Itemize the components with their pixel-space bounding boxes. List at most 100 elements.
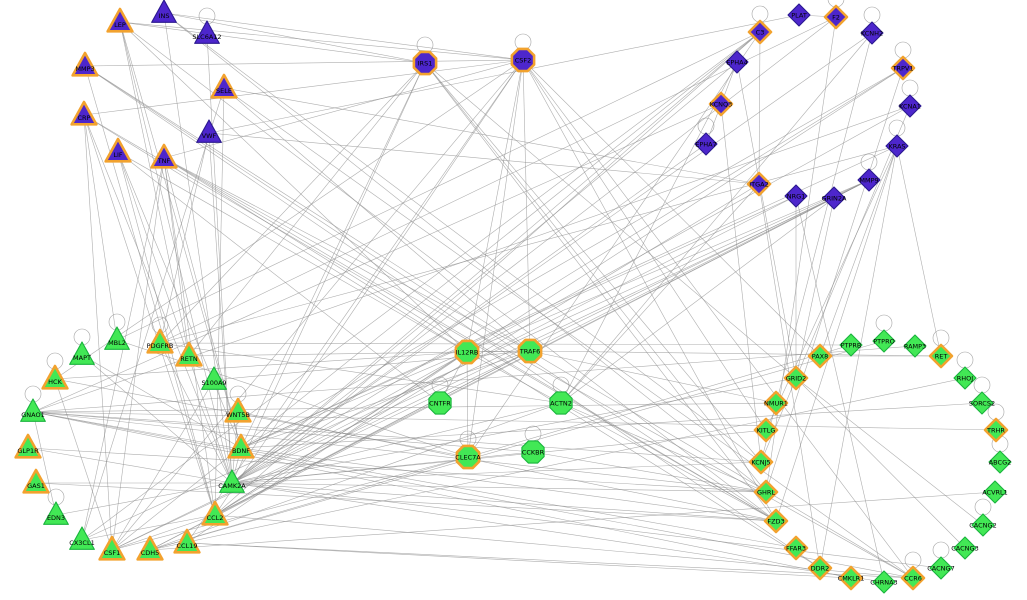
diamond-shape[interactable]: [971, 513, 995, 537]
node-MMP3[interactable]: MMP3: [71, 51, 99, 77]
diamond-shape[interactable]: [807, 555, 833, 581]
diamond-shape[interactable]: [885, 134, 909, 158]
diamond-shape[interactable]: [787, 3, 811, 27]
triangle-shape[interactable]: [201, 366, 227, 390]
diamond-shape[interactable]: [784, 184, 808, 208]
diamond-shape[interactable]: [783, 535, 809, 561]
octagon-shape[interactable]: [455, 444, 481, 470]
node-MAPT[interactable]: MAPT: [69, 341, 95, 365]
node-PLAT[interactable]: PLAT: [787, 3, 811, 27]
triangle-shape[interactable]: [98, 535, 126, 561]
triangle-shape[interactable]: [136, 535, 164, 561]
node-CSF1[interactable]: CSF1: [98, 535, 126, 561]
diamond-shape[interactable]: [983, 417, 1009, 443]
diamond-shape[interactable]: [988, 450, 1012, 474]
node-GAS1[interactable]: GAS1: [22, 468, 50, 494]
node-KRAS[interactable]: KRAS: [885, 134, 909, 158]
diamond-shape[interactable]: [747, 19, 773, 45]
triangle-shape[interactable]: [22, 468, 50, 494]
triangle-shape[interactable]: [151, 0, 177, 23]
node-INS[interactable]: INS: [151, 0, 177, 23]
triangle-shape[interactable]: [71, 51, 99, 77]
node-FFAR3[interactable]: FFAR3: [783, 535, 809, 561]
diamond-shape[interactable]: [708, 91, 734, 117]
triangle-shape[interactable]: [146, 328, 174, 354]
node-TNF[interactable]: TNF: [150, 143, 178, 169]
node-LEP[interactable]: LEP: [106, 7, 134, 33]
diamond-shape[interactable]: [872, 570, 896, 594]
node-TRAF6[interactable]: TRAF6: [517, 338, 543, 364]
diamond-shape[interactable]: [903, 334, 927, 358]
node-CNTFR[interactable]: CNTFR: [428, 391, 452, 415]
diamond-shape[interactable]: [860, 21, 884, 45]
node-BDNF[interactable]: BDNF: [227, 433, 255, 459]
node-S100A9[interactable]: S100A9: [201, 366, 227, 390]
triangle-shape[interactable]: [104, 137, 132, 163]
node-CMKLR1[interactable]: CMKLR1: [838, 565, 865, 591]
diamond-shape[interactable]: [872, 329, 896, 353]
diamond-shape[interactable]: [748, 449, 774, 475]
node-IRS1[interactable]: IRS1: [412, 50, 438, 76]
node-ABCG2[interactable]: ABCG2: [988, 450, 1012, 474]
node-GRIN2A[interactable]: GRIN2A: [822, 186, 847, 210]
diamond-shape[interactable]: [953, 366, 977, 390]
diamond-shape[interactable]: [763, 390, 789, 416]
node-CSF2[interactable]: CSF2: [510, 47, 536, 73]
diamond-shape[interactable]: [822, 186, 846, 210]
diamond-shape[interactable]: [807, 343, 833, 369]
node-RET[interactable]: RET: [928, 343, 954, 369]
node-NMUR1[interactable]: NMUR1: [763, 390, 789, 416]
diamond-shape[interactable]: [753, 417, 779, 443]
diamond-shape[interactable]: [983, 480, 1007, 504]
node-SELE[interactable]: SELE: [210, 73, 238, 99]
node-EPHA7[interactable]: EPHA7: [694, 132, 718, 156]
node-CACNG7[interactable]: CACNG7: [927, 556, 955, 580]
node-CCL19[interactable]: CCL19: [173, 528, 201, 554]
diamond-shape[interactable]: [838, 565, 864, 591]
octagon-shape[interactable]: [454, 339, 480, 365]
diamond-shape[interactable]: [953, 536, 977, 560]
diamond-shape[interactable]: [900, 565, 926, 591]
octagon-shape[interactable]: [521, 440, 545, 464]
diamond-shape[interactable]: [694, 132, 718, 156]
triangle-shape[interactable]: [210, 73, 238, 99]
triangle-shape[interactable]: [69, 341, 95, 365]
diamond-shape[interactable]: [823, 4, 849, 30]
triangle-shape[interactable]: [175, 341, 203, 367]
diamond-shape[interactable]: [746, 171, 772, 197]
diamond-shape[interactable]: [890, 55, 916, 81]
triangle-shape[interactable]: [150, 143, 178, 169]
node-KCNJ5[interactable]: KCNJ5: [748, 449, 774, 475]
node-SORCS2[interactable]: SORCS2: [969, 391, 995, 415]
triangle-shape[interactable]: [224, 397, 252, 423]
triangle-shape[interactable]: [106, 7, 134, 33]
node-IL12RB[interactable]: IL12RB: [454, 339, 480, 365]
node-GLP1R[interactable]: GLP1R: [14, 433, 42, 459]
triangle-shape[interactable]: [194, 20, 220, 44]
octagon-shape[interactable]: [517, 338, 543, 364]
node-MMP9[interactable]: MMP9: [857, 168, 881, 192]
triangle-shape[interactable]: [70, 100, 98, 126]
triangle-shape[interactable]: [20, 398, 46, 422]
node-NRG1[interactable]: NRG1: [784, 184, 808, 208]
triangle-shape[interactable]: [14, 433, 42, 459]
node-CLEC7A[interactable]: CLEC7A: [455, 444, 481, 470]
node-KCNH2[interactable]: KCNH2: [860, 21, 884, 45]
node-TRHR[interactable]: TRHR: [983, 417, 1009, 443]
triangle-shape[interactable]: [43, 501, 69, 525]
node-RHOJ[interactable]: RHOJ: [953, 366, 977, 390]
octagon-shape[interactable]: [428, 391, 452, 415]
triangle-shape[interactable]: [196, 119, 222, 143]
triangle-shape[interactable]: [173, 528, 201, 554]
node-HCK[interactable]: HCK: [41, 364, 69, 390]
node-ACTN2[interactable]: ACTN2: [549, 391, 573, 415]
triangle-shape[interactable]: [69, 526, 95, 550]
node-GNAO1[interactable]: GNAO1: [20, 398, 46, 422]
octagon-shape[interactable]: [510, 47, 536, 73]
diamond-shape[interactable]: [725, 50, 749, 74]
triangle-shape[interactable]: [104, 326, 130, 350]
node-MBL2[interactable]: MBL2: [104, 326, 130, 350]
triangle-shape[interactable]: [41, 364, 69, 390]
